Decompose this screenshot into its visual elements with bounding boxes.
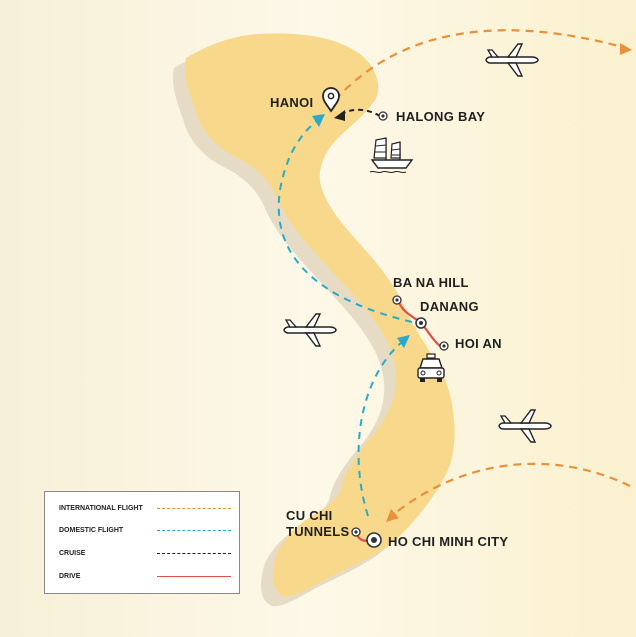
taxi-icon	[417, 353, 445, 382]
airplane-icon	[283, 313, 337, 347]
international-flight-north-arrowhead	[620, 43, 632, 55]
international-flight-south	[393, 462, 631, 515]
legend-label: DRIVE	[59, 572, 81, 580]
domestic-flight-hanoi-arrowhead	[312, 114, 325, 127]
airplane-icon	[498, 409, 552, 443]
legend-swatch-cruise	[157, 553, 231, 554]
airplane-icon	[485, 43, 539, 77]
marker-danang[interactable]	[415, 317, 427, 329]
international-flight-north	[334, 29, 627, 101]
cruise-arrowhead	[334, 110, 345, 121]
legend-item-international-flight: INTERNATIONAL FLIGHT	[59, 502, 143, 514]
legend-item-domestic-flight: DOMESTIC FLIGHT	[59, 524, 123, 536]
legend-item-drive: DRIVE	[59, 570, 80, 582]
domestic-flight-danang-arrowhead	[397, 335, 410, 348]
label-hoi-an: HOI AN	[455, 336, 502, 351]
label-hanoi: HANOI	[270, 95, 314, 110]
marker-cu-chi-tunnels[interactable]	[351, 527, 361, 537]
label-cu-chi-line1: CU CHI	[286, 508, 333, 523]
map-legend: INTERNATIONAL FLIGHT DOMESTIC FLIGHT CRU…	[44, 491, 240, 594]
label-cu-chi-line2: TUNNELS	[286, 524, 350, 540]
legend-swatch-international-flight	[157, 508, 231, 509]
marker-hoi-an[interactable]	[439, 341, 449, 351]
legend-label: CRUISE	[59, 549, 86, 557]
legend-label: DOMESTIC FLIGHT	[59, 526, 124, 534]
legend-swatch-domestic-flight	[157, 530, 231, 531]
legend-label: INTERNATIONAL FLIGHT	[59, 504, 143, 512]
marker-ho-chi-minh-city[interactable]	[366, 532, 382, 548]
label-danang: DANANG	[420, 299, 479, 314]
legend-swatch-drive	[157, 576, 231, 577]
marker-ba-na-hill[interactable]	[392, 295, 402, 305]
label-cu-chi-tunnels: CU CHI TUNNELS	[286, 508, 350, 541]
marker-halong-bay[interactable]	[378, 111, 388, 121]
label-ho-chi-minh-city: HO CHI MINH CITY	[388, 534, 509, 549]
label-ba-na-hill: BA NA HILL	[393, 275, 469, 290]
legend-item-cruise: CRUISE	[59, 547, 85, 559]
junk-boat-icon	[369, 137, 414, 174]
international-flight-south-arrowhead	[386, 509, 399, 522]
domestic-flight-danang-hanoi	[277, 119, 413, 323]
label-halong-bay: HALONG BAY	[396, 109, 486, 124]
map-pin-icon[interactable]	[322, 87, 340, 113]
country-landmass	[184, 33, 455, 597]
